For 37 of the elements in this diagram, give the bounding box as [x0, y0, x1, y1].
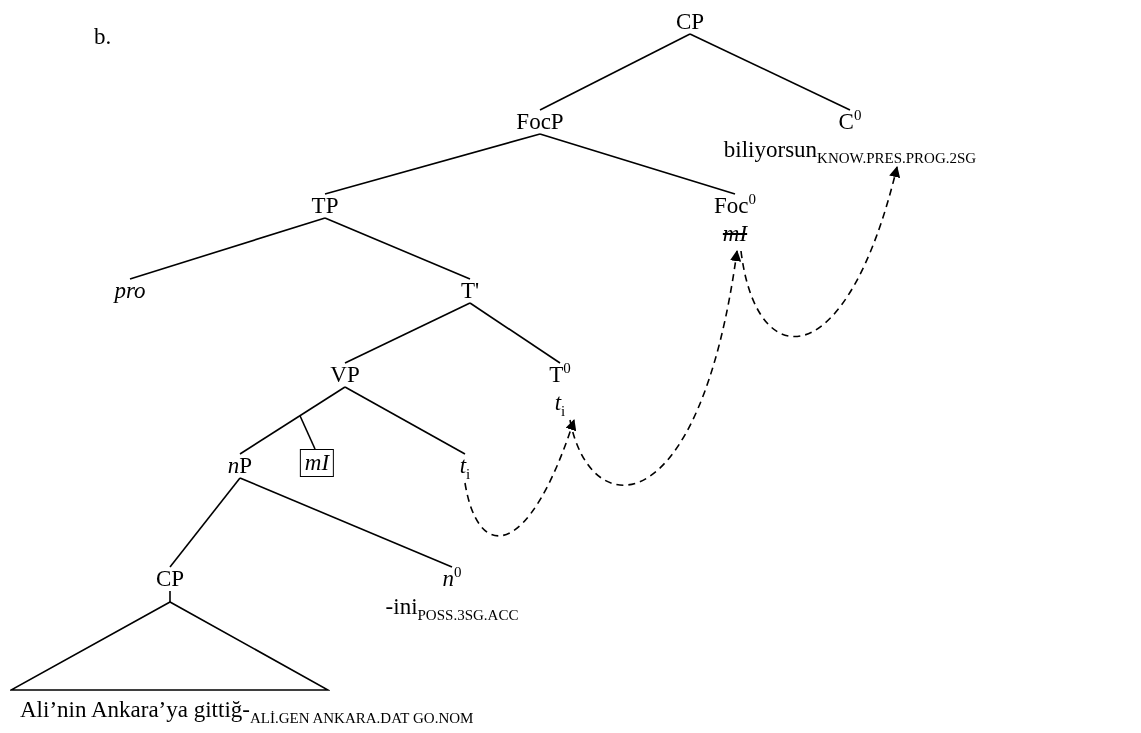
branch-line — [169, 477, 241, 568]
branch-line — [344, 302, 471, 364]
branch-line — [539, 33, 691, 111]
node-label: FocP — [516, 108, 564, 136]
branch-line — [324, 133, 541, 195]
node-label: t$_{i}$ — [459, 452, 471, 480]
movement-arrow — [464, 418, 576, 537]
node-label: pro — [114, 277, 146, 305]
boxed-morpheme: mI — [299, 449, 335, 477]
node-label: VP — [330, 361, 360, 389]
node-label: Foc$^{0}$ — [714, 192, 756, 220]
lexical-item: t$_{i}$ — [554, 389, 566, 417]
branch-line — [239, 477, 453, 568]
lexical-item: biliyorsun$_{KNOW.PRES.PROG.2SG}$ — [723, 136, 977, 164]
node-label: TP — [311, 192, 339, 220]
node-label: C$^{0}$ — [838, 108, 862, 136]
movement-arrow — [569, 249, 741, 486]
branch-line — [239, 386, 346, 455]
example-label: b. — [94, 24, 112, 50]
branch-line — [469, 302, 561, 364]
node-label: n$^{0}$ — [442, 565, 462, 593]
node-label: nP — [227, 452, 253, 480]
node-label: T$^{0}$ — [549, 361, 571, 389]
node-label: Ali’nin Ankara’ya gittiğ-$_{ALİ.GEN ANKARA.DAT GO.NOM}$ — [20, 696, 474, 724]
branch-line — [539, 133, 736, 195]
branch-line — [344, 386, 466, 455]
movement-arrow — [740, 165, 900, 338]
branch-line — [324, 217, 471, 280]
node-label: T' — [460, 277, 480, 305]
node-label: CP — [155, 565, 185, 593]
branch-line — [689, 33, 851, 111]
branch-line — [129, 217, 326, 280]
attachment-line — [299, 414, 316, 450]
lexical-item: mI — [722, 220, 748, 248]
lexical-item: -ini$_{POSS.3SG.ACC}$ — [385, 593, 519, 621]
node-label: CP — [675, 8, 705, 36]
branch-line — [169, 590, 171, 603]
